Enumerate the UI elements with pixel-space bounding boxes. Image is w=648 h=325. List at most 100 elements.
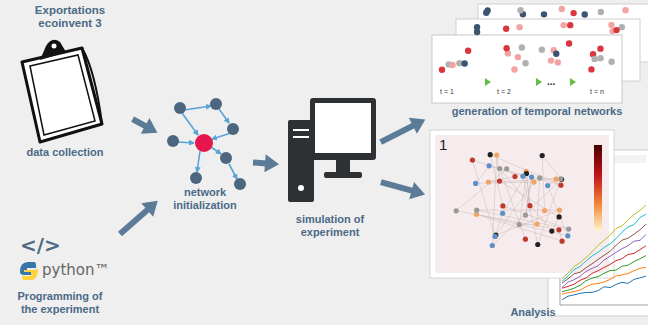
frame-dot [511,66,517,72]
graph-node [545,183,550,188]
frame-dot [622,7,628,13]
stage-caption: network initialization [165,186,245,212]
arrow-head [141,118,158,134]
analysis-screens [430,130,648,316]
network-link [182,113,198,135]
frame-dot [591,56,597,62]
frame-dot [516,24,522,30]
plot-line [562,214,646,281]
stage-caption: data collection [10,146,120,159]
graph-edge [526,177,532,215]
graph-edge [489,166,561,185]
frame-dot [541,11,547,17]
time-step-label: t = 2 [497,88,511,96]
graph-node [553,177,558,182]
frame-dot [483,10,489,16]
graph-node [556,214,561,219]
graph-node [558,183,563,188]
arrow-head [409,182,425,199]
frame-dot [539,46,545,52]
graph-node [497,166,502,171]
stage-heading: Exportations ecoinvent 3 [20,4,120,30]
heatmap-canvas [435,135,609,273]
python-snake-yellow [22,269,38,280]
graph-node [504,166,509,171]
graph-node [535,242,540,247]
graph-node [490,243,495,248]
plot-line [562,246,646,288]
graph-edge [472,160,495,236]
graph-node [520,174,525,179]
arrow-shaft [120,209,149,234]
frame-dot [474,29,480,35]
graph-node [486,163,491,168]
heatmap-window [430,130,614,278]
frame-dot [582,11,588,17]
frame-dot [522,60,528,66]
frame-dot [588,66,594,72]
graph-node [559,177,564,182]
graph-edge [503,206,569,229]
frame-dot [548,57,554,63]
graph-node [492,234,497,239]
process-stage: network initialization [160,100,250,218]
process-stage: generation of temporal networks [428,2,648,122]
frame-dot [608,59,614,65]
logo-text: python™ [42,262,109,279]
frame-dot [559,6,565,12]
clipboard-board [22,48,102,142]
graph-node [500,211,505,216]
graph-node [566,227,571,232]
graph-node [549,228,554,233]
frame-dot [503,25,509,31]
time-step-arrow [485,78,491,86]
network-link [229,164,237,179]
graph-node [500,203,505,208]
graph-node [512,174,517,179]
time-step-label: t = n [590,88,604,96]
stage-caption: Analysis [488,306,578,319]
graph-node [523,213,528,218]
network-link [211,147,221,154]
network-node [227,123,239,135]
graph-edge [537,178,540,224]
time-step-label: t = 1 [440,88,454,96]
computer-icon [288,98,376,202]
process-stage: simulation of experiment [282,95,378,241]
tower-button [298,185,304,191]
network-node [234,178,246,190]
arrow-head [409,118,426,134]
graph-node [534,221,539,226]
arrow-shaft [133,119,147,127]
monitor-base [324,172,362,178]
arrow-shaft [253,162,267,163]
logo-text: </> [20,234,61,256]
graph-node [559,239,564,244]
frame-dot [515,54,521,60]
graph-node [542,208,547,213]
graph-node [497,178,502,183]
frame-dot [597,55,603,61]
heatmap-graph [454,152,572,248]
graph-node [488,152,493,157]
process-stage: Exportations ecoinvent 3 data collection [8,4,130,164]
frame-dot [560,22,566,28]
frame-dot [566,40,572,46]
graph-node [558,176,563,181]
clipboard-clip [40,40,66,60]
frame-dot [613,27,619,33]
network-link [219,109,229,123]
graph-node [531,179,536,184]
frame-dot [553,51,559,57]
flow-arrow [381,118,426,142]
plot-lines [562,205,646,300]
plot-line [562,267,646,294]
flow-arrow [133,118,158,134]
graph-node [494,153,499,158]
arrow-shaft [381,182,414,191]
graph-node [454,208,459,213]
graph-node [537,175,542,180]
monitor-frame [310,98,376,160]
monitor-screen [315,103,371,153]
